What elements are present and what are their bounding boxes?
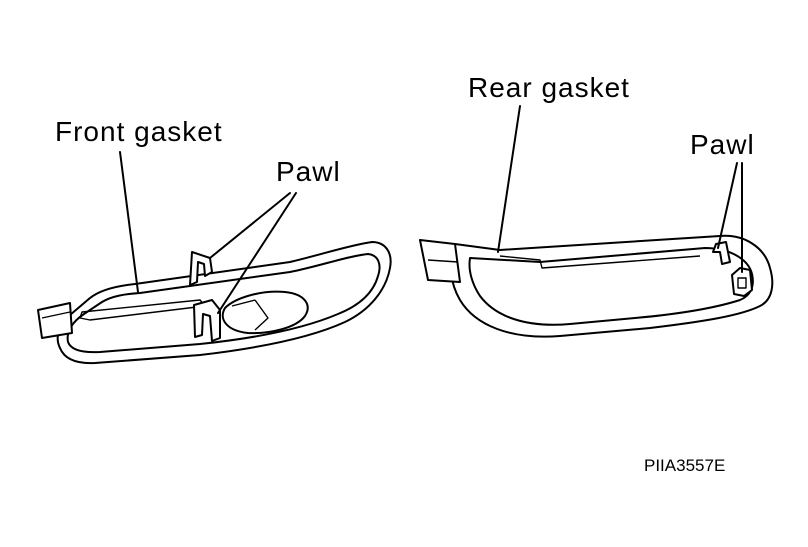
figure-code: PIIA3557E (644, 456, 726, 475)
front-gasket-opening (221, 290, 309, 335)
front-gasket-drawing (37, 151, 392, 365)
rear-gasket-inner-rim (468, 247, 754, 326)
front-pawl-label: Pawl (276, 156, 341, 187)
front-pawl-upper (189, 251, 213, 286)
front-gasket-leader (119, 151, 139, 293)
front-gasket-inner-rim (66, 253, 381, 354)
rear-pawl-leader-upper (717, 162, 738, 249)
front-gasket-tab (37, 302, 73, 339)
rear-pawl-label: Pawl (690, 129, 755, 160)
rear-gasket-label: Rear gasket (468, 72, 630, 103)
front-pawl-leader-lower (217, 192, 297, 314)
front-pawl-leader-upper (209, 192, 291, 259)
rear-gasket-drawing (419, 105, 774, 338)
front-pawl-lower (193, 299, 221, 342)
rear-gasket-leader (497, 105, 521, 253)
rear-pawl-lower (731, 267, 753, 297)
front-gasket-label: Front gasket (55, 116, 223, 147)
